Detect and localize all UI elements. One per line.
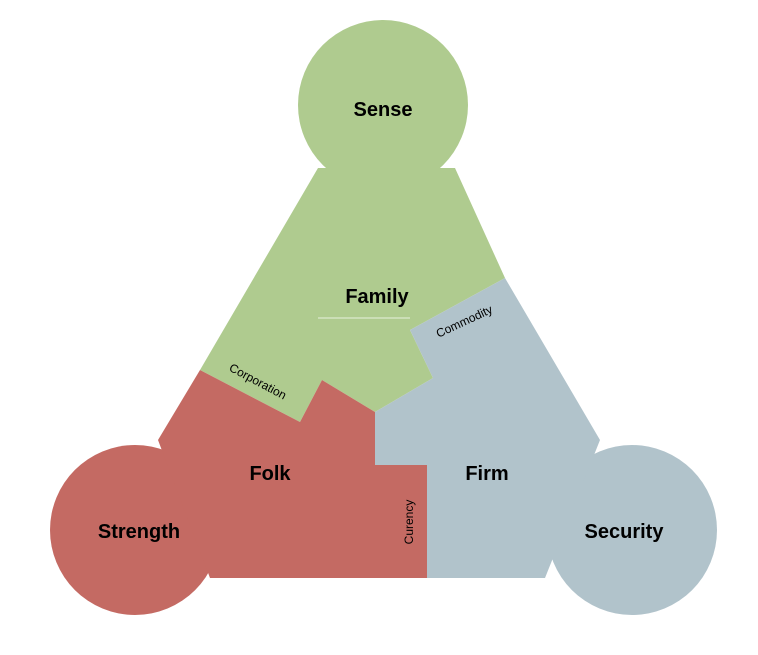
family-area [200, 168, 505, 422]
sense-label: Sense [354, 99, 413, 121]
green-region [200, 20, 505, 422]
firm-label: Firm [465, 463, 508, 485]
red-region [50, 370, 427, 615]
folk-label: Folk [249, 463, 291, 485]
sense-circle [298, 20, 468, 190]
folk-area [158, 370, 427, 578]
strength-label: Strength [98, 521, 180, 543]
family-label: Family [345, 286, 409, 308]
security-label: Security [585, 521, 665, 543]
curency-label: Curency [402, 500, 416, 545]
firm-area [375, 278, 600, 578]
blue-region [375, 278, 717, 615]
security-circle [547, 445, 717, 615]
